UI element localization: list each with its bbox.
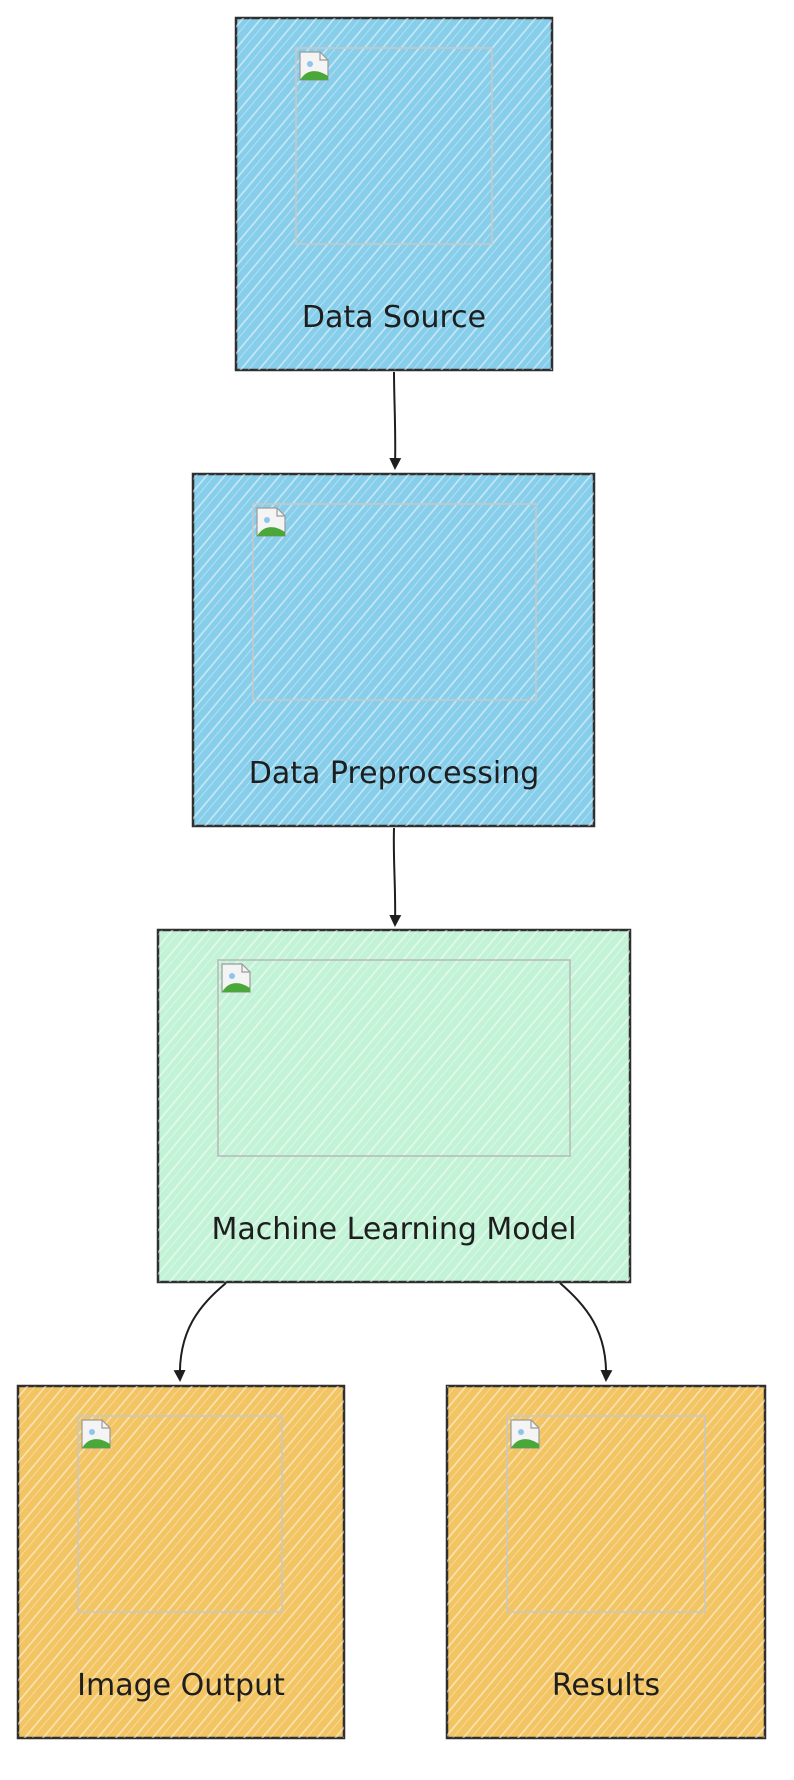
- node-image-output-image-frame: [77, 1415, 283, 1613]
- broken-image-icon: [81, 1419, 111, 1449]
- node-machine-learning-model-image-frame: [217, 959, 571, 1157]
- edge-machine-learning-model-to-results: [559, 1282, 613, 1382]
- edge-data-source-to-data-preprocessing: [389, 371, 402, 470]
- broken-image-icon: [510, 1419, 540, 1449]
- node-data-source-image-frame: [295, 47, 493, 245]
- node-machine-learning-model[interactable]: Machine Learning Model: [156, 928, 632, 1284]
- node-data-source-label: Data Source: [302, 300, 486, 335]
- node-results[interactable]: Results: [445, 1384, 767, 1740]
- node-image-output-hatch: [18, 1386, 344, 1738]
- broken-image-icon: [221, 963, 251, 993]
- edge-data-preprocessing-to-machine-learning-model: [389, 827, 402, 927]
- broken-image-icon: [256, 507, 286, 537]
- node-results-image-frame: [506, 1415, 706, 1613]
- node-machine-learning-model-label: Machine Learning Model: [212, 1212, 577, 1247]
- broken-image-icon: [299, 51, 329, 81]
- node-data-preprocessing-label: Data Preprocessing: [249, 756, 540, 791]
- edges-layer: [173, 371, 613, 1382]
- node-data-preprocessing[interactable]: Data Preprocessing: [191, 472, 596, 828]
- edge-machine-learning-model-to-image-output: [173, 1282, 227, 1382]
- node-image-output-label: Image Output: [77, 1668, 285, 1703]
- node-results-hatch: [447, 1386, 765, 1738]
- node-data-preprocessing-image-frame: [252, 503, 537, 701]
- node-data-source[interactable]: Data Source: [234, 16, 554, 372]
- node-results-label: Results: [552, 1668, 660, 1703]
- node-data-source-hatch: [236, 18, 552, 370]
- node-image-output[interactable]: Image Output: [16, 1384, 346, 1740]
